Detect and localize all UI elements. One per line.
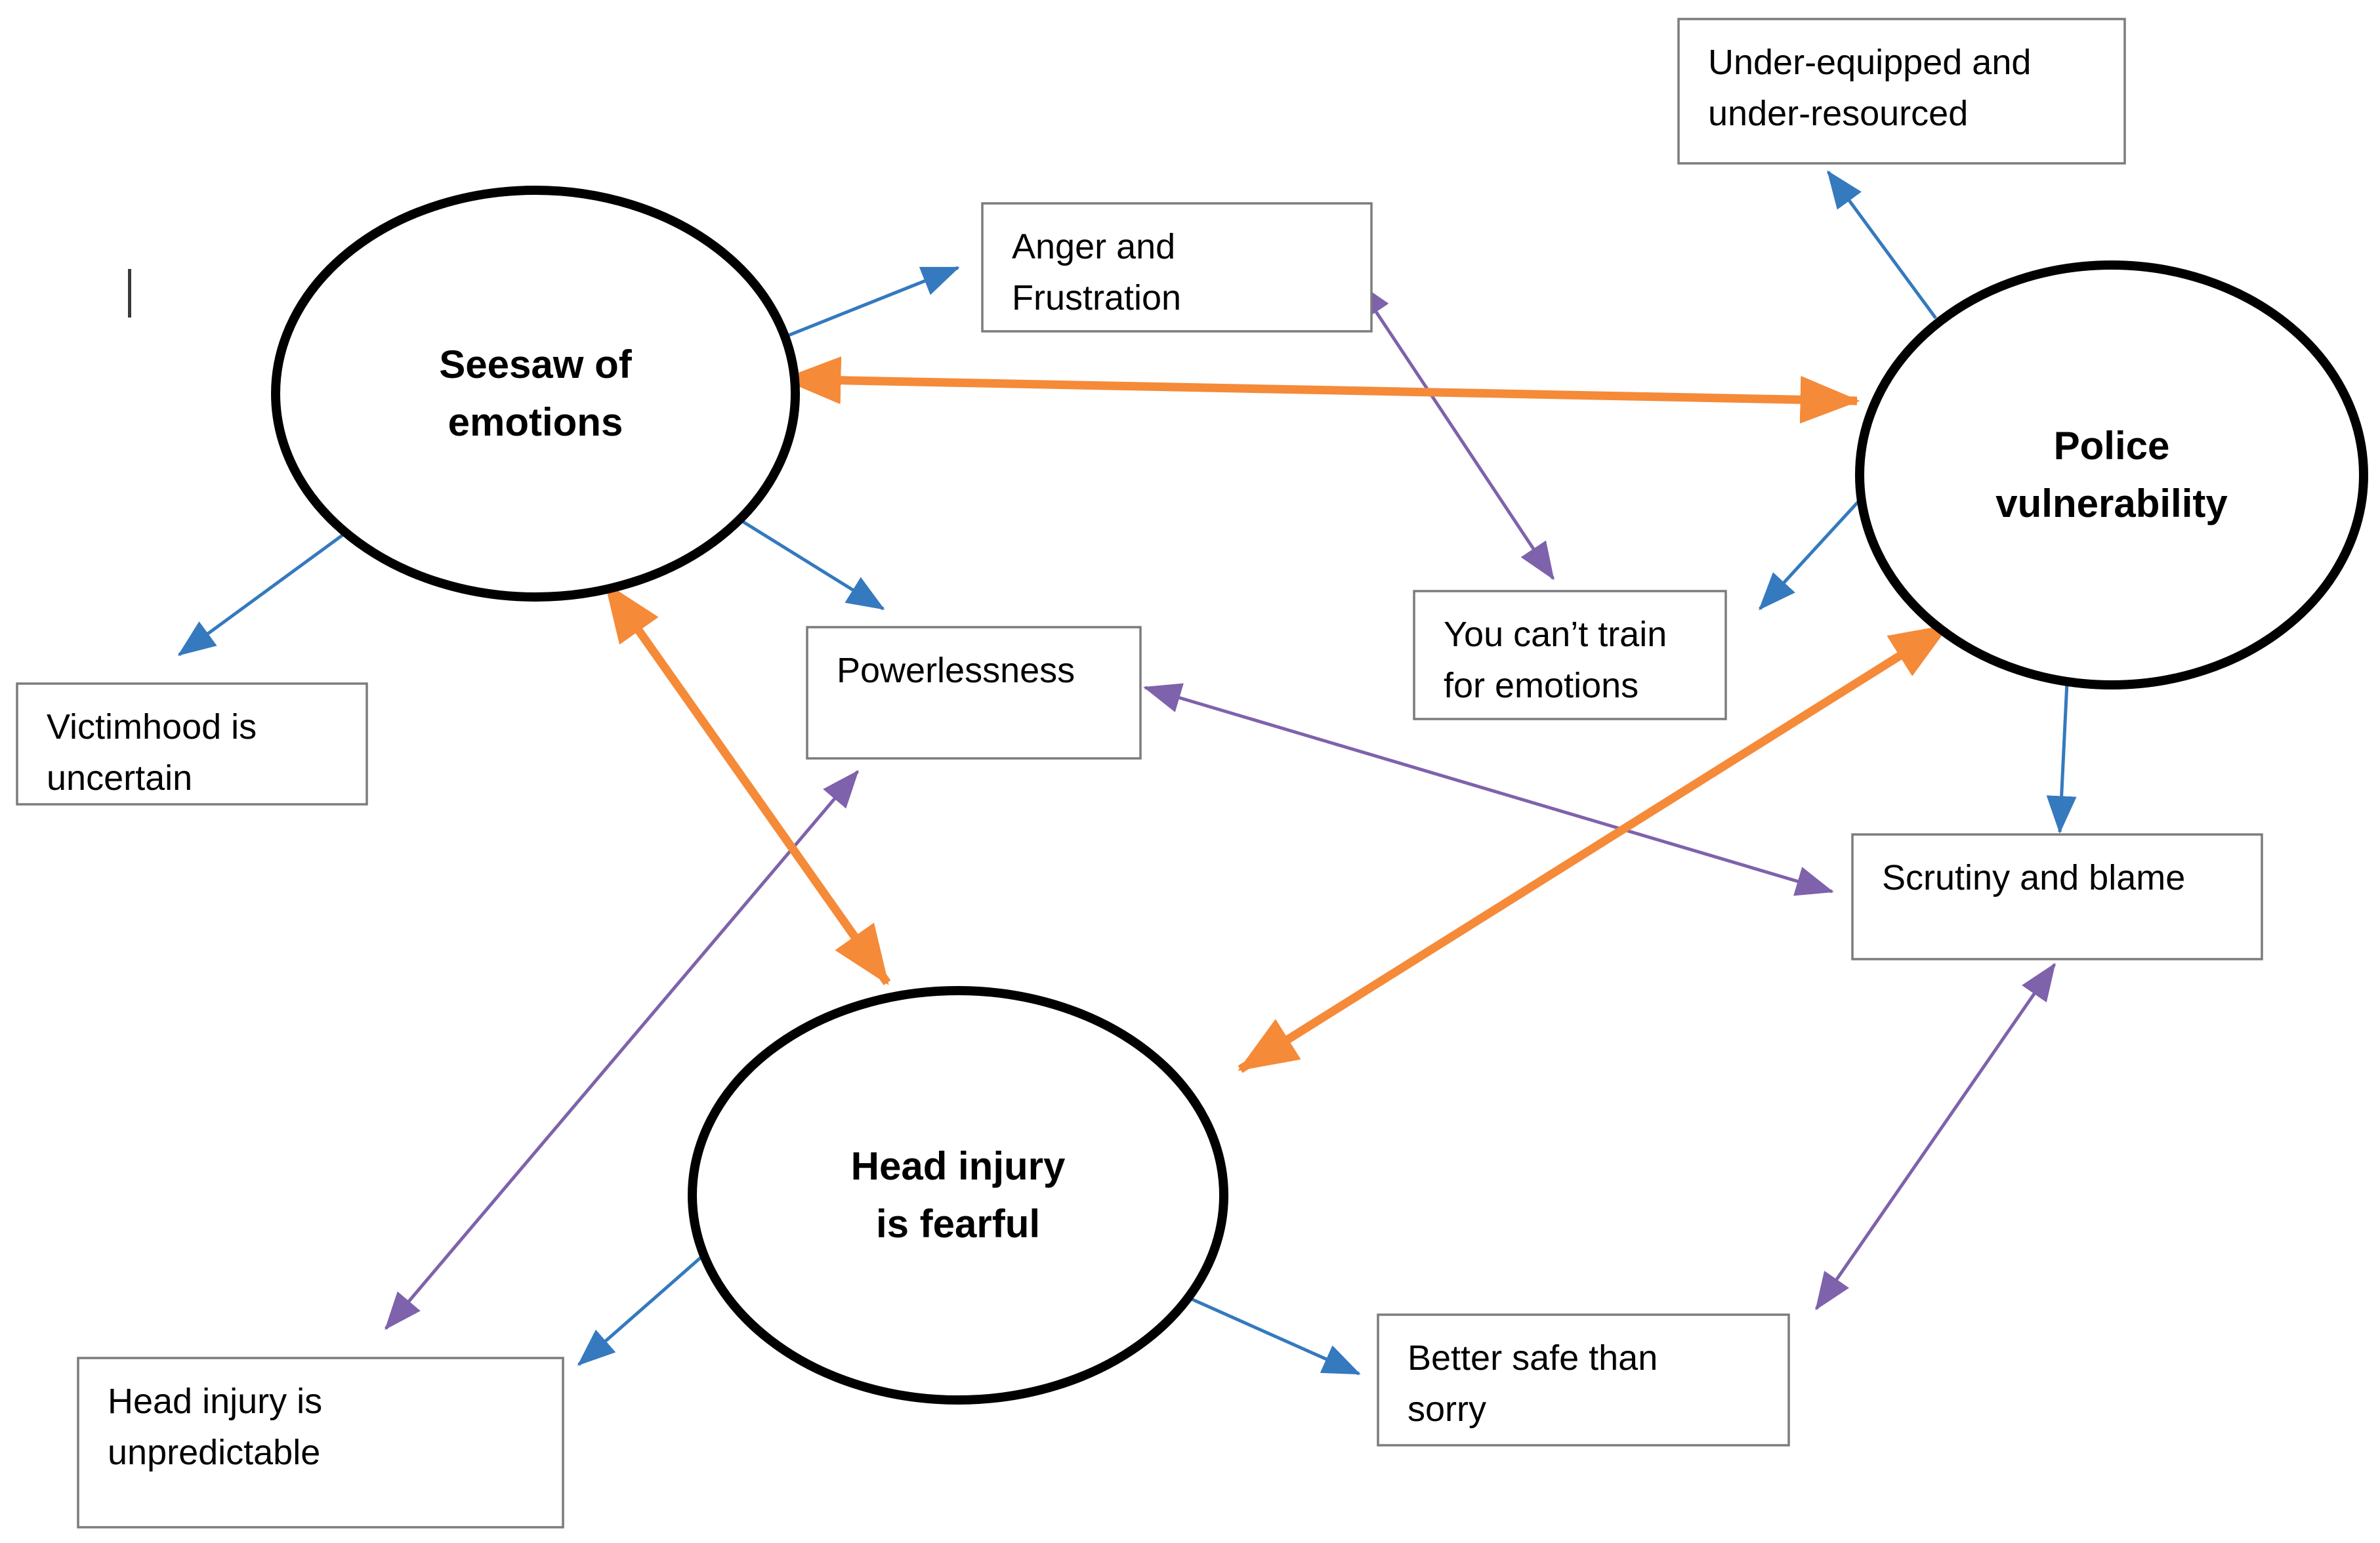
ellipse-label-line: emotions — [448, 400, 623, 444]
box-shape-cant-train[interactable] — [1413, 590, 1727, 720]
box-label-line: You can’t train — [1444, 615, 1667, 654]
box-label-line: Anger and — [1012, 227, 1175, 266]
box-label-victimhood: Victimhood is uncertain — [47, 707, 257, 798]
arrow-police-to-under-equipped[interactable] — [1826, 170, 1938, 319]
arrow-seesaw-to-powerlessness[interactable] — [738, 518, 885, 611]
arrow-seesaw-police[interactable] — [781, 356, 1860, 424]
box-node-cant-train: You can’t train for emotions — [1413, 590, 1727, 720]
box-label-scrutiny: Scrutiny and blame — [1882, 858, 2185, 897]
ellipse-label-line: is fearful — [876, 1202, 1040, 1246]
box-node-better-safe: Better safe than sorry — [1377, 1313, 1790, 1447]
box-label-better-safe: Better safe than sorry — [1408, 1338, 1658, 1429]
box-node-powerlessness: Powerlessness — [806, 626, 1142, 760]
box-label-line: Scrutiny and blame — [1882, 858, 2185, 897]
arrow-scrutiny-better-safe[interactable] — [1814, 962, 2056, 1311]
box-label-line: Head injury is — [108, 1382, 322, 1421]
box-label-unpredictable: Head injury is unpredictable — [108, 1382, 322, 1472]
box-label-line: Victimhood is — [47, 707, 257, 747]
ellipse-node-head-injury: Head injury is fearful — [688, 986, 1228, 1405]
box-shape-under-equipped[interactable] — [1677, 18, 2126, 165]
arrow-seesaw-to-victimhood[interactable] — [177, 531, 347, 657]
box-shape-better-safe[interactable] — [1377, 1313, 1790, 1447]
box-label-under-equipped: Under-equipped and under-resourced — [1708, 43, 2031, 133]
ellipse-node-police: Police vulnerability — [1855, 260, 2368, 689]
arrow-head-injury-police[interactable] — [1238, 622, 1950, 1073]
ellipse-label-line: Seesaw of — [439, 342, 632, 386]
ellipse-label-head-injury: Head injury is fearful — [851, 1144, 1066, 1246]
arrow-head-injury-to-better-safe[interactable] — [1187, 1296, 1361, 1376]
text-cursor — [128, 269, 131, 318]
box-shape-scrutiny[interactable] — [1851, 833, 2263, 960]
box-node-victimhood: Victimhood is uncertain — [16, 682, 368, 806]
box-node-under-equipped: Under-equipped and under-resourced — [1677, 18, 2126, 165]
box-shape-victimhood[interactable] — [16, 682, 368, 806]
box-label-powerlessness: Powerlessness — [837, 651, 1075, 690]
box-shape-powerlessness[interactable] — [806, 626, 1142, 760]
ellipse-node-seesaw: Seesaw of emotions — [271, 186, 800, 602]
ellipse-shape-head-injury[interactable] — [688, 986, 1228, 1405]
arrow-police-to-cant-train[interactable] — [1759, 496, 1864, 611]
arrow-police-to-scrutiny[interactable] — [2046, 682, 2077, 834]
box-label-cant-train: You can’t train for emotions — [1444, 615, 1667, 705]
box-node-scrutiny: Scrutiny and blame — [1851, 833, 2263, 960]
box-label-line: unpredictable — [108, 1433, 320, 1472]
box-label-line: Better safe than — [1408, 1338, 1658, 1378]
box-label-line: Under-equipped and — [1708, 43, 2031, 82]
box-label-line: uncertain — [47, 758, 192, 798]
box-label-line: under-resourced — [1708, 94, 1968, 133]
arrow-seesaw-head-injury[interactable] — [602, 582, 891, 985]
box-shape-anger[interactable] — [981, 202, 1373, 333]
ellipse-shape-seesaw[interactable] — [271, 186, 800, 602]
arrow-seesaw-to-anger[interactable] — [785, 266, 960, 339]
box-shape-unpredictable[interactable] — [77, 1357, 564, 1529]
ellipse-shape-police[interactable] — [1855, 260, 2368, 689]
arrow-anger-cant-train[interactable] — [1354, 280, 1555, 581]
arrow-head-injury-to-unpredictable[interactable] — [577, 1250, 709, 1366]
ellipse-label-seesaw: Seesaw of emotions — [439, 342, 632, 444]
box-node-unpredictable: Head injury is unpredictable — [77, 1357, 564, 1529]
ellipse-label-police: Police vulnerability — [1995, 424, 2228, 525]
box-label-line: Powerlessness — [837, 651, 1075, 690]
ellipse-label-line: Head injury — [851, 1144, 1066, 1188]
box-label-line: for emotions — [1444, 666, 1639, 705]
box-label-line: sorry — [1408, 1389, 1486, 1429]
box-label-line: Frustration — [1012, 278, 1181, 318]
ellipse-label-line: Police — [2054, 424, 2170, 468]
ellipse-label-line: vulnerability — [1995, 482, 2228, 525]
